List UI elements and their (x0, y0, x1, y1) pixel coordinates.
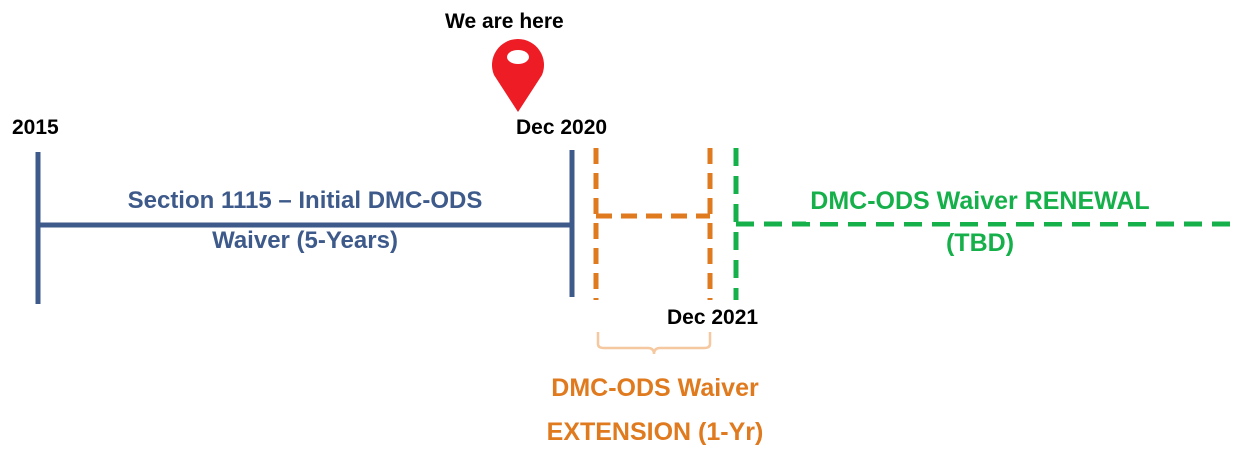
extension-bracket (596, 332, 712, 355)
initial-phase-line1: Section 1115 – Initial DMC-ODS (127, 187, 483, 214)
map-pin-icon (492, 39, 545, 112)
renewal-phase-lines (733, 148, 1240, 300)
extension-phase-lines (593, 148, 713, 300)
renewal-phase-line1: DMC-ODS Waiver RENEWAL (806, 180, 1154, 222)
renewal-phase-label: DMC-ODS Waiver RENEWAL (TBD) (750, 180, 1210, 264)
extension-phase-label: DMC-ODS Waiver EXTENSION (1-Yr) (500, 366, 810, 454)
renewal-phase-line2: (TBD) (945, 229, 1015, 257)
extension-end-date-label: Dec 2021 (667, 306, 759, 329)
extension-phase-line2: EXTENSION (1-Yr) (546, 418, 764, 446)
initial-end-date-label: Dec 2020 (516, 116, 608, 139)
initial-phase-lines (35, 150, 575, 304)
extension-phase-line1: DMC-ODS Waiver (551, 374, 759, 402)
marker-label: We are here (445, 10, 564, 33)
initial-phase-line2: Waiver (5-Years) (212, 227, 398, 254)
initial-phase-label: Section 1115 – Initial DMC-ODS Waiver (5… (55, 181, 555, 261)
start-date-label: 2015 (12, 116, 59, 139)
